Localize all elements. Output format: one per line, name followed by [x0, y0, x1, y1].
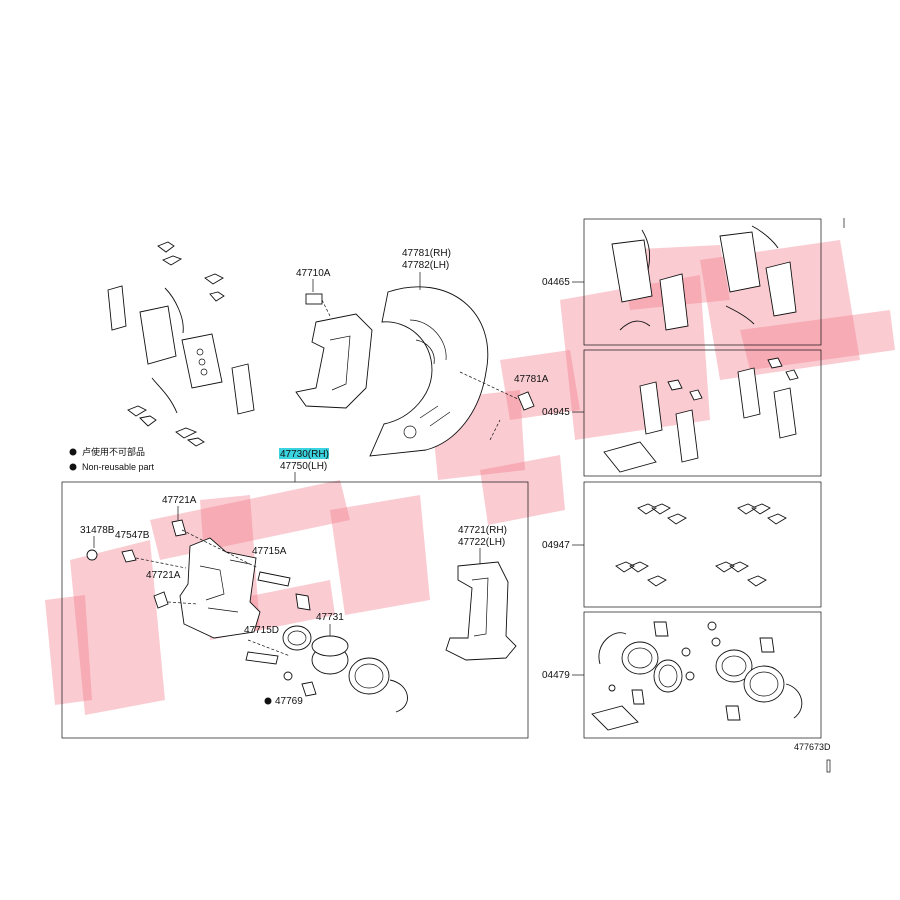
legend-note-english: Non-reusable part: [82, 462, 155, 472]
bleeder-bolt: [517, 391, 535, 411]
kit-box-04947: [583, 481, 822, 608]
label-47721a-mid: 47721A: [146, 570, 181, 581]
legend-note-chinese: 卢使用不可部品: [82, 446, 145, 457]
corner-mark-bottom: [826, 759, 831, 773]
kit-04479-seals: [591, 621, 803, 731]
label-47730: 47730(RH): [280, 449, 329, 460]
figure-code: 477673D: [794, 742, 831, 752]
snap-ring: [389, 679, 408, 713]
label-47715d: 47715D: [244, 625, 279, 636]
label-47781: 47781(RH): [402, 248, 451, 259]
kit-04465-pads: [611, 225, 797, 331]
label-kit-04465: 04465: [542, 277, 570, 288]
caliper-body: [179, 537, 261, 639]
label-47547b: 47547B: [115, 530, 150, 541]
label-kit-04947: 04947: [542, 540, 570, 551]
label-47721: 47721(RH): [458, 525, 507, 536]
non-reusable-dot: [264, 697, 272, 705]
caliper-support-bracket: [445, 561, 517, 661]
label-kit-04479: 04479: [542, 670, 570, 681]
dust-boot: [348, 657, 390, 695]
label-31478b: 31478B: [80, 525, 115, 536]
kit-box-04945: [583, 349, 822, 477]
label-47750: 47750(LH): [280, 461, 327, 472]
label-47769: 47769: [275, 696, 303, 707]
label-47782: 47782(LH): [402, 260, 449, 271]
label-47715a: 47715A: [252, 546, 287, 557]
kit-04945-shims: [603, 357, 799, 473]
kit-box-04465: [583, 218, 822, 346]
caliper-assembly-frame: [61, 481, 529, 739]
legend-dot-chinese: [69, 448, 77, 456]
label-47710a: 47710A: [296, 268, 331, 279]
disc-dust-shield: [369, 286, 521, 457]
loose-pads-group: [107, 241, 255, 447]
kit-04947-clips: [615, 503, 787, 587]
label-highlight: [279, 448, 329, 459]
legend-dot-english: [69, 463, 77, 471]
label-47781a: 47781A: [514, 374, 549, 385]
caliper-piston: [311, 635, 349, 675]
kit-box-04479: [583, 611, 822, 739]
caliper-mounting-bracket: [295, 293, 373, 409]
label-kit-04945: 04945: [542, 407, 570, 418]
piston-seal-left: [282, 625, 312, 651]
label-47721a-top: 47721A: [162, 495, 197, 506]
label-47731: 47731: [316, 612, 344, 623]
label-47722: 47722(LH): [458, 537, 505, 548]
